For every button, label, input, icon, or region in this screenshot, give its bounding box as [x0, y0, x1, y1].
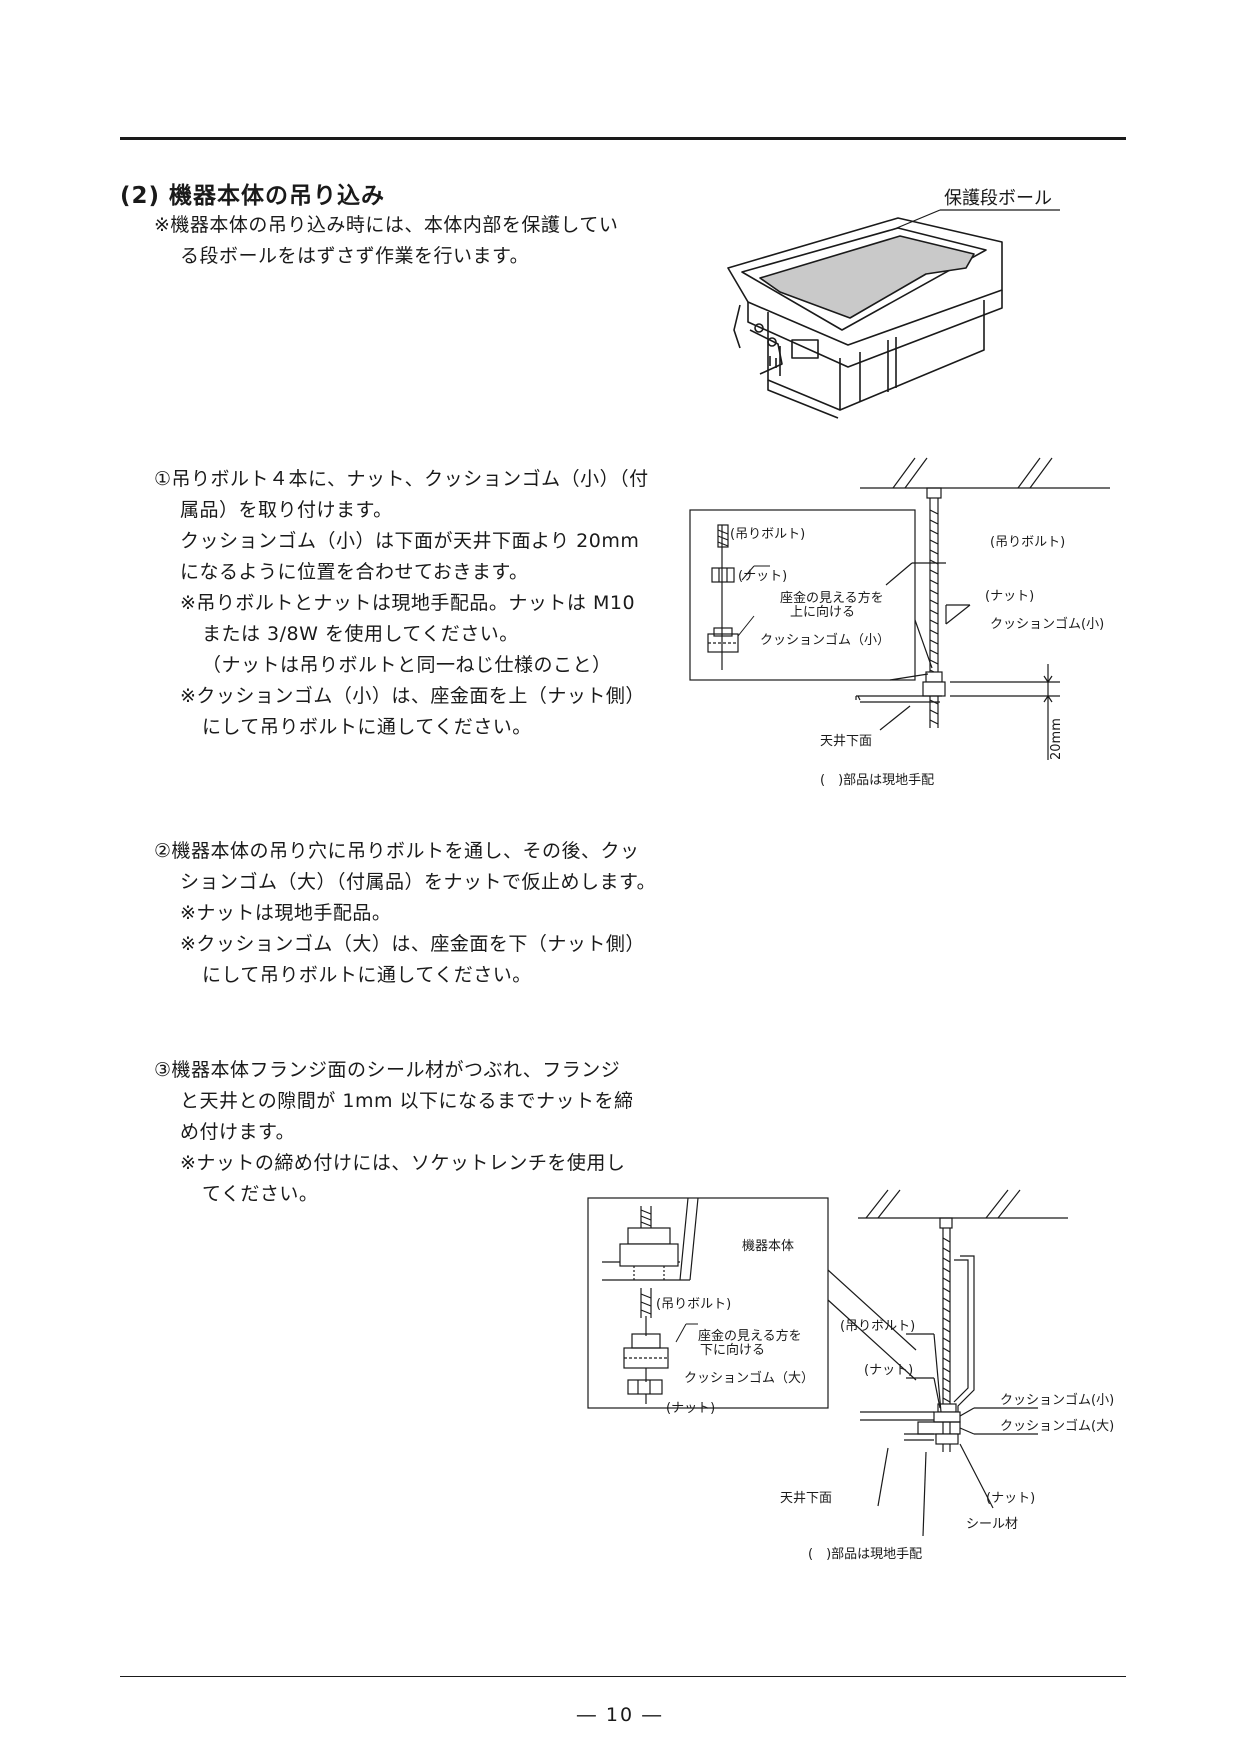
- ceiling-label: 天井下面: [780, 1491, 832, 1506]
- note-line: ※機器本体の吊り込み時には、本体内部を保護してい: [154, 214, 619, 236]
- nut-lower-label: (ナット): [986, 1491, 1035, 1506]
- section-note: ※機器本体の吊り込み時には、本体内部を保護してい る段ボールをはずさず作業を行い…: [154, 210, 684, 272]
- step2-line: ションゴム（大）（付属品）をナットで仮止めします。: [180, 871, 657, 893]
- footnote: ( )部品は現地手配: [820, 773, 934, 788]
- step1-line: にして吊りボルトに通してください。: [202, 716, 532, 738]
- step3-line: ③機器本体フランジ面のシール材がつぶれ、フランジ: [154, 1059, 621, 1081]
- step1-line: になるように位置を合わせておきます。: [180, 561, 529, 583]
- label-cardboard: 保護段ボール: [944, 188, 1052, 209]
- inset-bolt-label: (吊りボルト): [656, 1297, 731, 1312]
- inset-washer-note: 上に向ける: [790, 604, 855, 620]
- inset-washer-note: 座金の見える方を: [780, 590, 884, 606]
- step2-line: ※クッションゴム（大）は、座金面を下（ナット側）: [180, 933, 645, 955]
- note-line: る段ボールをはずさず作業を行います。: [180, 245, 530, 267]
- footnote: ( )部品は現地手配: [808, 1547, 923, 1562]
- step1-line: または 3/8W を使用してください。: [202, 623, 519, 645]
- ceiling-label: 天井下面: [820, 734, 872, 749]
- step1-line: ①吊りボルト４本に、ナット、クッションゴム（小）（付: [154, 468, 649, 490]
- step2-line: ②機器本体の吊り穴に吊りボルトを通し、その後、クッ: [154, 840, 640, 862]
- inset-washer-note: 下に向ける: [700, 1342, 765, 1358]
- inset-nut-label: (ナット): [738, 569, 787, 584]
- bolt-label: (吊りボルト): [840, 1319, 915, 1334]
- step1-line: ※吊りボルトとナットは現地手配品。ナットは M10: [180, 592, 636, 614]
- step3-text: ③機器本体フランジ面のシール材がつぶれ、フランジ と天井との隙間が 1mm 以下…: [154, 1055, 684, 1210]
- cushion-label: クッションゴム(小): [990, 616, 1104, 632]
- inset-washer-note: 座金の見える方を: [698, 1328, 802, 1344]
- bottom-rule: [120, 1676, 1126, 1677]
- nut-upper-label: (ナット): [864, 1363, 913, 1378]
- bolt-label: (吊りボルト): [990, 535, 1065, 550]
- page-number: ― 10 ―: [576, 1704, 664, 1726]
- step1-line: 属品）を取り付けます。: [180, 499, 393, 521]
- inset-nut-label: (ナット): [666, 1401, 715, 1416]
- step3-line: てください。: [202, 1183, 319, 1205]
- step2-text: ②機器本体の吊り穴に吊りボルトを通し、その後、クッ ションゴム（大）（付属品）を…: [154, 836, 684, 991]
- step2-line: ※ナットは現地手配品。: [180, 902, 392, 924]
- step3-line: と天井との隙間が 1mm 以下になるまでナットを締: [180, 1090, 634, 1112]
- unit-illustration: 保護段ボール: [727, 188, 1060, 419]
- section-heading: (2) 機器本体の吊り込み: [120, 183, 386, 209]
- bolt-diagram-large-cushion: 機器本体 (吊りボルト) 座金の見える方を 下に向ける クッションゴム（大） (…: [587, 1189, 1114, 1537]
- inset-cushion-label: クッションゴム（大）: [684, 1370, 814, 1386]
- top-rule: [120, 137, 1126, 140]
- cushion-large-label: クッションゴム(大): [1000, 1418, 1114, 1434]
- step1-line: （ナットは吊りボルトと同一ねじ仕様のこと）: [202, 654, 612, 676]
- step1-line: クッションゴム（小）は下面が天井下面より 20mm: [180, 530, 640, 552]
- seal-label: シール材: [966, 1517, 1018, 1532]
- inset-body-label: 機器本体: [742, 1239, 794, 1254]
- step1-line: ※クッションゴム（小）は、座金面を上（ナット側）: [180, 685, 645, 707]
- dimension-label: 20mm: [1049, 718, 1064, 760]
- step1-text: ①吊りボルト４本に、ナット、クッションゴム（小）（付 属品）を取り付けます。 ク…: [154, 464, 684, 743]
- cushion-small-label: クッションゴム(小): [1000, 1392, 1114, 1408]
- inset-bolt-label: (吊りボルト): [730, 527, 805, 542]
- bolt-diagram-small-cushion: (吊りボルト) (ナット) 座金の見える方を 上に向ける クッションゴム（小） …: [689, 457, 1110, 788]
- inset-cushion-label: クッションゴム（小）: [760, 632, 890, 648]
- step3-line: ※ナットの締め付けには、ソケットレンチを使用し: [180, 1152, 626, 1174]
- step3-line: め付けます。: [180, 1121, 296, 1143]
- step2-line: にして吊りボルトに通してください。: [202, 964, 532, 986]
- nut-label: (ナット): [985, 589, 1034, 604]
